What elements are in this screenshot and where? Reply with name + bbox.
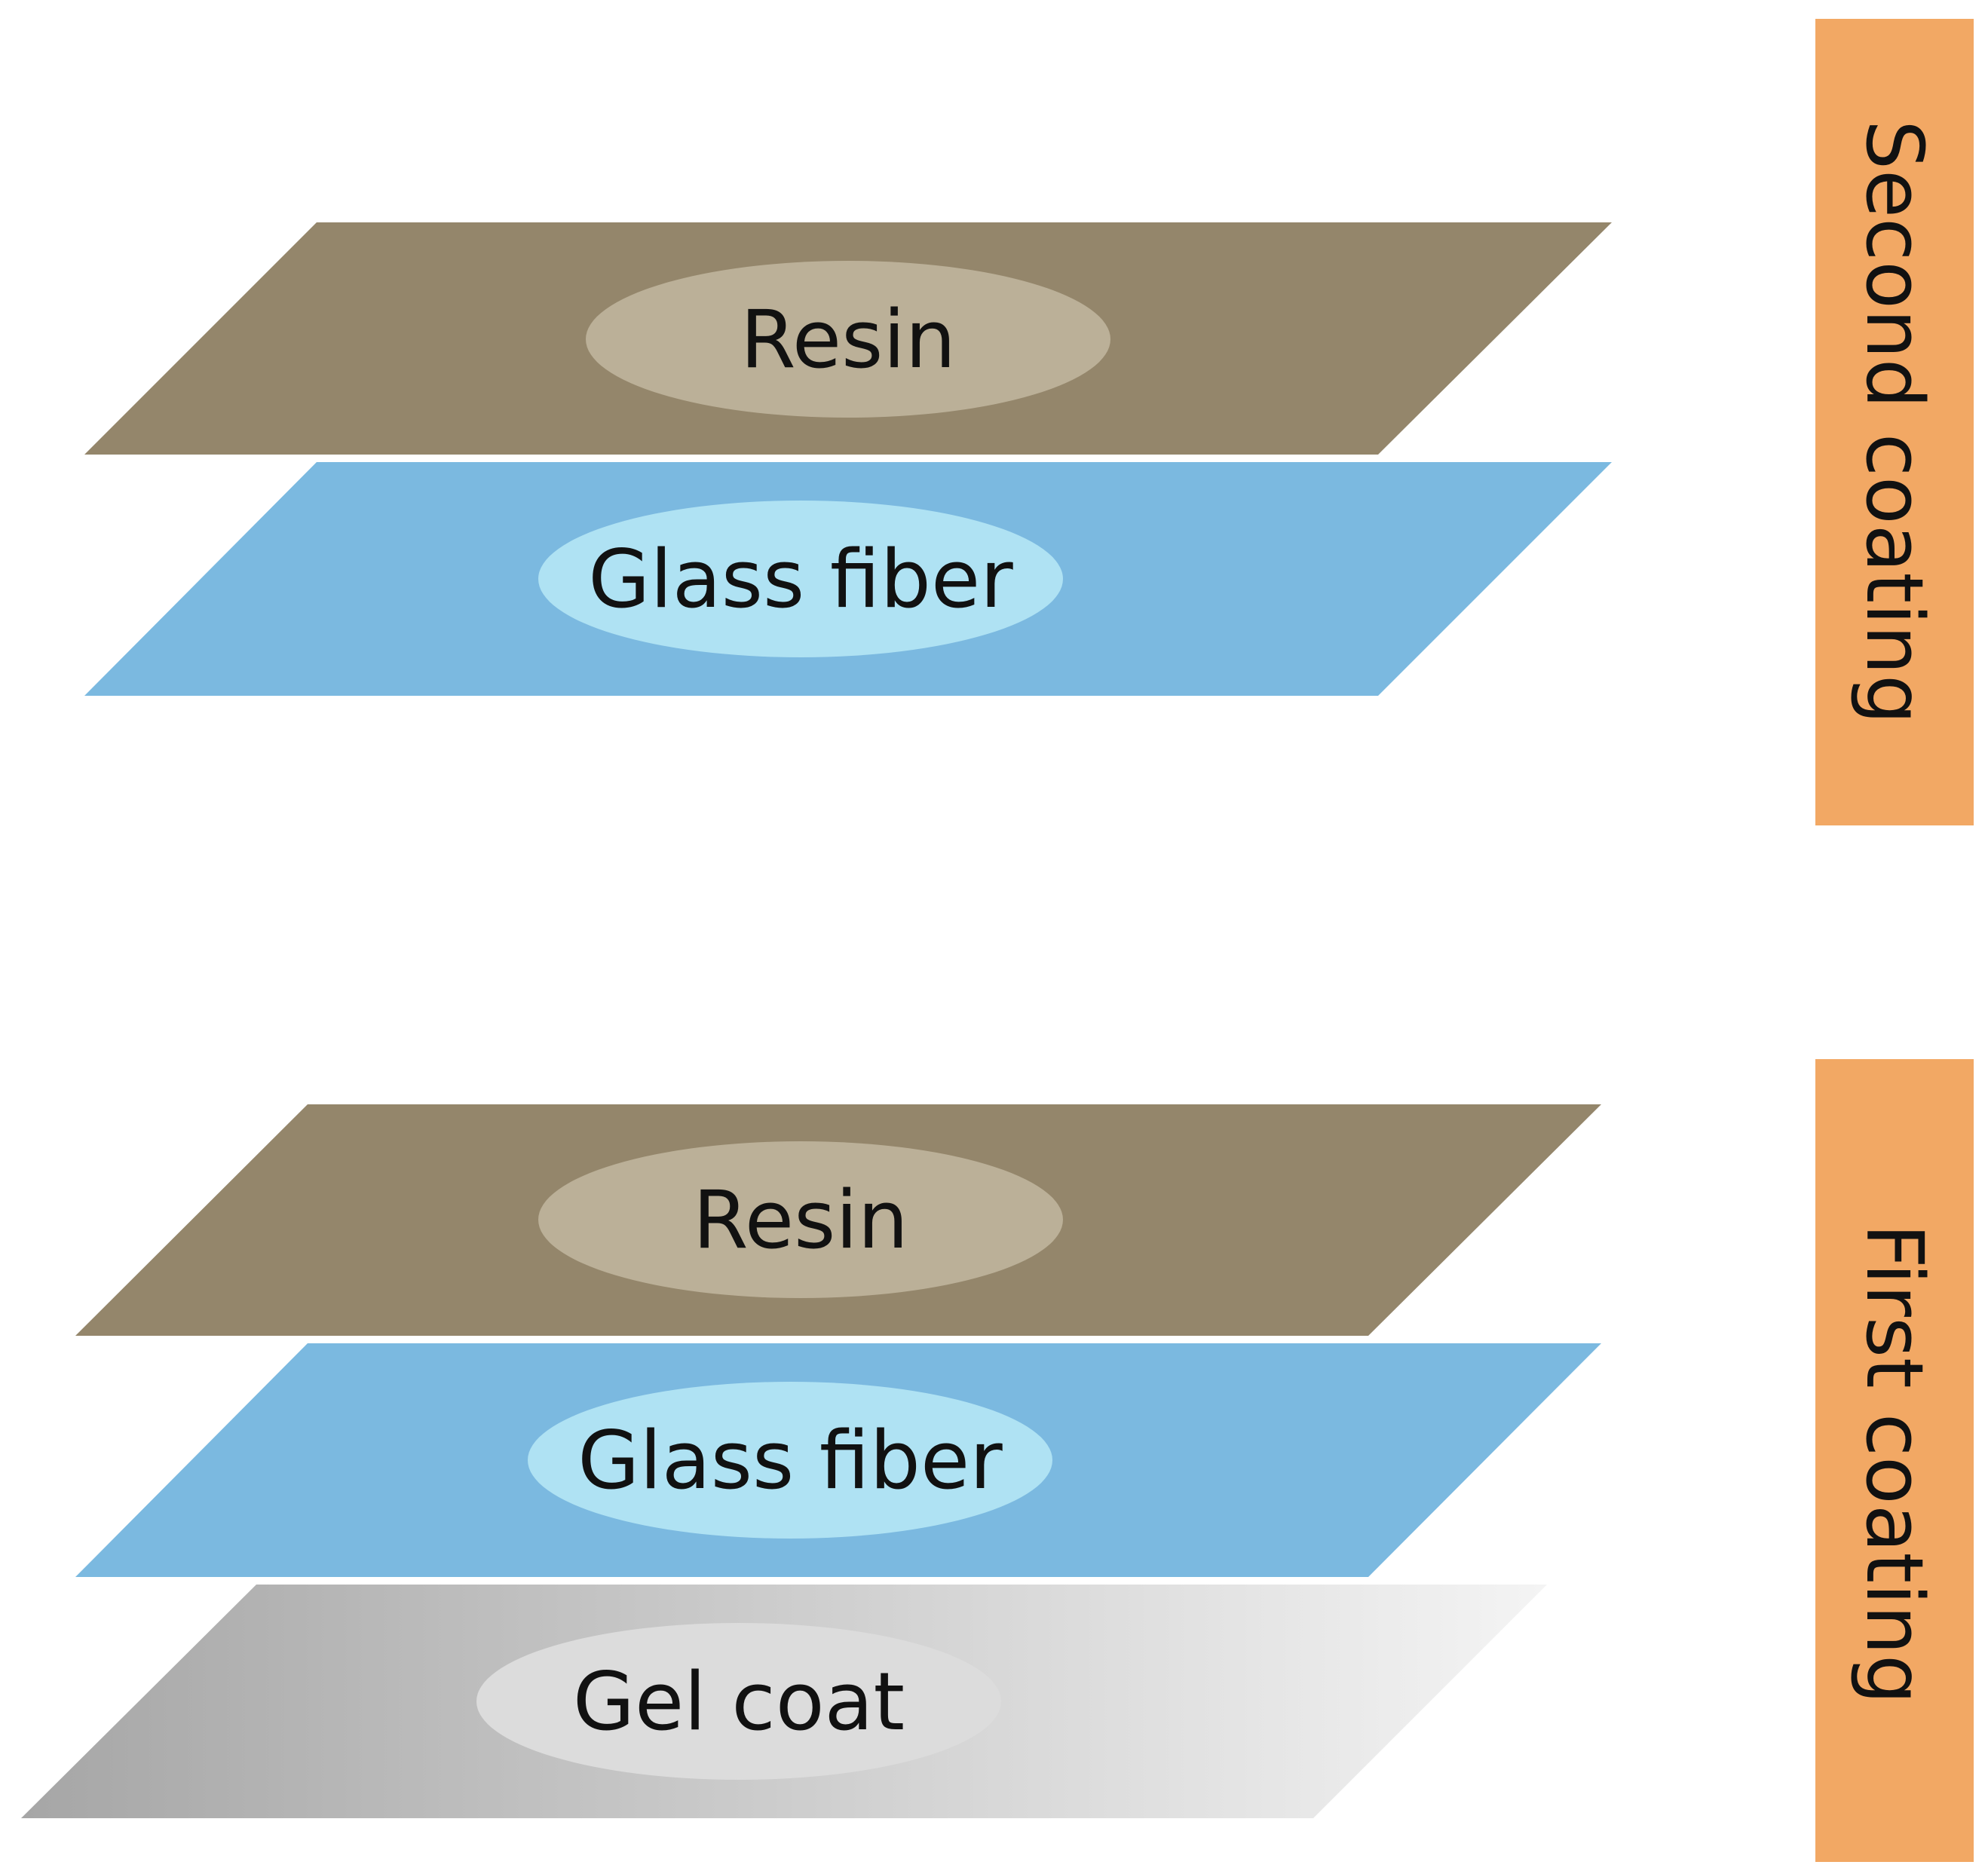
second-glass-oval (538, 501, 1063, 657)
first-gel-oval (476, 1623, 1001, 1780)
first-resin-label: Resin (693, 1174, 908, 1266)
first-resin-layer: Resin (75, 1104, 1601, 1336)
second-glass-label: Glass fiber (588, 533, 1013, 626)
second-resin-layer: Resin (84, 222, 1612, 455)
first-coating-group: Resin Glass fiber Gel coat First coating (21, 1059, 1974, 1862)
second-coating-group: Resin Glass fiber Second coating (84, 19, 1974, 825)
first-glass-layer: Glass fiber (75, 1343, 1601, 1577)
second-coating-bar-rect (1815, 19, 1974, 825)
second-glass-layer: Glass fiber (84, 462, 1612, 696)
first-glass-oval (528, 1382, 1052, 1539)
first-glass-label: Glass fiber (577, 1414, 1003, 1507)
first-coating-label: First coating (1849, 1223, 1941, 1704)
second-resin-oval (586, 261, 1110, 418)
second-resin-label: Resin (740, 293, 956, 386)
first-resin-oval (538, 1141, 1063, 1298)
second-coating-label: Second coating (1849, 120, 1941, 724)
second-coating-bar: Second coating (1815, 19, 1974, 825)
first-coating-bar: First coating (1815, 1059, 1974, 1862)
first-gel-label: Gel coat (573, 1655, 905, 1748)
first-coating-bar-rect (1815, 1059, 1974, 1862)
first-gel-layer: Gel coat (21, 1585, 1547, 1818)
